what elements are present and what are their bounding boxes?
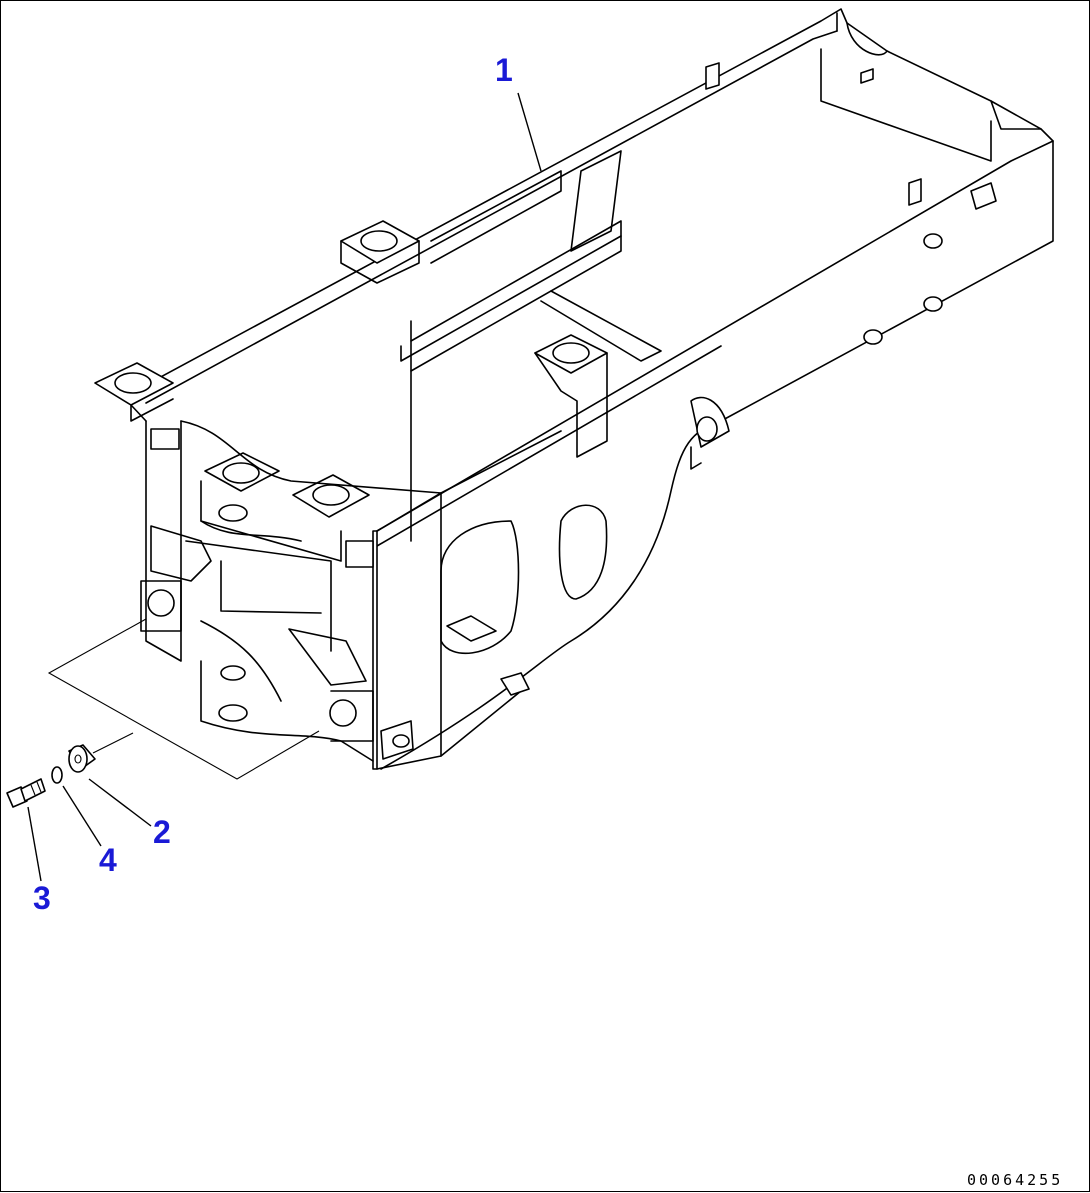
callout-2: 2 [153,814,171,850]
hardware-washer-large [68,744,96,773]
leader-4 [62,785,102,847]
leader-1 [517,92,542,172]
callout-4: 4 [99,842,117,878]
callout-1: 1 [495,52,513,88]
mount-pad-rear-right [534,334,608,458]
mount-pad-center [204,452,280,492]
drawing-code: 00064255 [967,1171,1063,1189]
front-articulation-section [130,404,442,762]
callout-3: 3 [33,880,51,916]
leader-2 [88,778,152,827]
mount-pad-front-left [94,362,174,422]
mount-pad-rear-left [340,220,420,284]
rear-frame-body [130,8,1054,770]
hardware-bolt [6,778,46,808]
explode-reference-plane [47,618,320,780]
leader-3 [27,806,42,882]
hardware-washer-small [51,766,63,784]
